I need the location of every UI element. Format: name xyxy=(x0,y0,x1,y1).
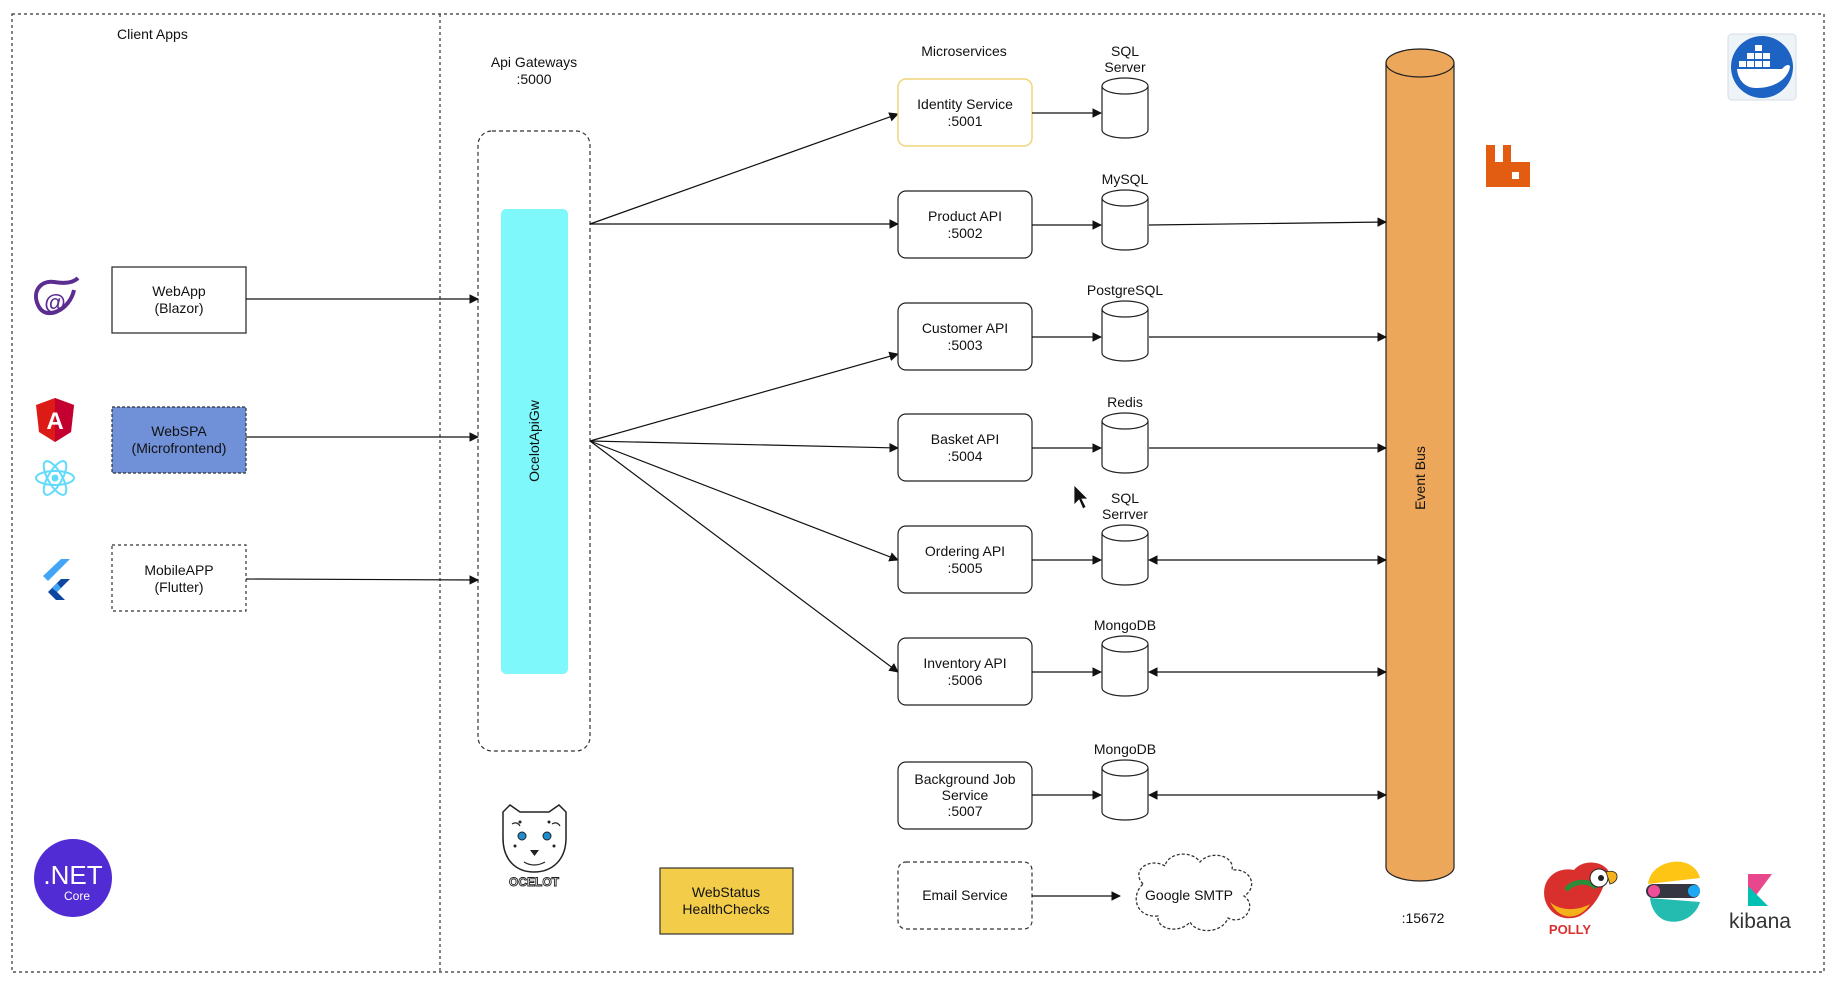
service-identity[interactable]: Identity Service :5001 xyxy=(897,78,1033,147)
svg-text::5007: :5007 xyxy=(947,803,982,819)
service-inventory[interactable]: Inventory API :5006 xyxy=(897,637,1033,706)
svg-text:WebApp: WebApp xyxy=(152,283,206,299)
database-label: MongoDB xyxy=(1094,617,1156,633)
database-customer[interactable]: PostgreSQL xyxy=(1087,282,1163,362)
dotnet-logo: .NET Core xyxy=(34,839,112,917)
ocelot-gateway-label: OcelotApiGw xyxy=(526,399,542,482)
svg-text:Event Bus: Event Bus xyxy=(1412,446,1428,510)
svg-text::5003: :5003 xyxy=(947,337,982,353)
client-webspa[interactable]: WebSPA (Microfrontend) xyxy=(111,406,247,474)
api-gateways-port: :5000 xyxy=(516,71,551,87)
database-product[interactable]: MySQL xyxy=(1101,171,1149,251)
mouse-cursor xyxy=(1073,484,1089,510)
ocelot-logo: OCELOT xyxy=(502,804,567,889)
database-label: SQL xyxy=(1111,490,1139,506)
svg-text:OCELOT: OCELOT xyxy=(509,875,560,889)
kibana-logo: kibana xyxy=(1729,874,1791,933)
svg-text:MobileAPP: MobileAPP xyxy=(144,562,213,578)
event-bus-port: :15672 xyxy=(1402,910,1445,926)
database-basket[interactable]: Redis xyxy=(1101,394,1149,474)
svg-text:Identity Service: Identity Service xyxy=(917,96,1013,112)
service-customer[interactable]: Customer API :5003 xyxy=(897,302,1033,371)
svg-text::5002: :5002 xyxy=(947,225,982,241)
databases: SQLServerMySQLPostgreSQLRedisSQLSerrverM… xyxy=(1087,43,1163,821)
svg-text:Customer API: Customer API xyxy=(922,320,1008,336)
svg-text::5001: :5001 xyxy=(947,113,982,129)
svg-text:WebStatus: WebStatus xyxy=(692,884,760,900)
api-gateways-title: Api Gateways xyxy=(491,54,577,70)
svg-text:Email Service: Email Service xyxy=(922,887,1008,903)
docker-logo xyxy=(1727,33,1797,101)
service-basket[interactable]: Basket API :5004 xyxy=(897,413,1033,482)
database-label: Serrver xyxy=(1102,506,1148,522)
svg-text:Background Job: Background Job xyxy=(914,771,1015,787)
database-background[interactable]: MongoDB xyxy=(1094,741,1156,821)
client-apps-title: Client Apps xyxy=(117,26,188,42)
flutter-icon xyxy=(43,559,70,600)
svg-text:HealthChecks: HealthChecks xyxy=(682,901,769,917)
elastic-logo xyxy=(1646,861,1700,922)
database-label: MongoDB xyxy=(1094,741,1156,757)
svg-text:WebSPA: WebSPA xyxy=(151,423,207,439)
diagram-frame xyxy=(11,13,1825,973)
google-smtp-cloud[interactable]: Google SMTP xyxy=(1135,853,1253,932)
svg-text::5004: :5004 xyxy=(947,448,982,464)
client-webapp[interactable]: WebApp (Blazor) xyxy=(111,266,247,334)
database-inventory[interactable]: MongoDB xyxy=(1094,617,1156,697)
svg-text:A: A xyxy=(46,408,63,435)
arrow-mobileapp-gateway xyxy=(245,575,479,585)
gateway-service-arrows xyxy=(589,112,899,673)
svg-text:(Blazor): (Blazor) xyxy=(154,300,203,316)
svg-text:Service: Service xyxy=(942,787,989,803)
svg-text:(Flutter): (Flutter) xyxy=(155,579,204,595)
database-label: Server xyxy=(1104,59,1146,75)
svg-text:Core: Core xyxy=(64,889,90,903)
blazor-icon: @ xyxy=(34,276,80,316)
webstatus-healthchecks[interactable]: WebStatus HealthChecks xyxy=(659,867,794,935)
svg-text::5006: :5006 xyxy=(947,672,982,688)
database-label: SQL xyxy=(1111,43,1139,59)
polly-logo: POLLY xyxy=(1544,862,1618,937)
svg-text:Google SMTP: Google SMTP xyxy=(1145,887,1233,903)
svg-text:Inventory API: Inventory API xyxy=(923,655,1006,671)
database-label: Redis xyxy=(1107,394,1143,410)
rabbitmq-logo xyxy=(1486,145,1530,187)
ocelot-gateway[interactable] xyxy=(501,209,568,674)
service-background-job[interactable]: Background Job Service :5007 xyxy=(897,761,1033,830)
svg-text:(Microfrontend): (Microfrontend) xyxy=(132,440,227,456)
database-label: MySQL xyxy=(1102,171,1149,187)
service-email[interactable]: Email Service xyxy=(897,861,1033,930)
svg-text:Product API: Product API xyxy=(928,208,1002,224)
db-eventbus-arrows xyxy=(1148,217,1387,800)
svg-text::5005: :5005 xyxy=(947,560,982,576)
react-icon xyxy=(35,460,75,496)
database-label: PostgreSQL xyxy=(1087,282,1163,298)
service-ordering[interactable]: Ordering API :5005 xyxy=(897,525,1033,594)
svg-text:Ordering API: Ordering API xyxy=(925,543,1005,559)
service-db-arrows xyxy=(1032,108,1121,901)
microservices-title: Microservices xyxy=(921,43,1007,59)
svg-text:.NET: .NET xyxy=(43,860,102,890)
svg-text:kibana: kibana xyxy=(1729,910,1791,933)
angular-icon: A xyxy=(36,398,74,442)
client-mobileapp[interactable]: MobileAPP (Flutter) xyxy=(111,544,247,612)
service-product[interactable]: Product API :5002 xyxy=(897,190,1033,259)
svg-text:POLLY: POLLY xyxy=(1549,922,1591,937)
svg-text:Basket API: Basket API xyxy=(931,431,999,447)
event-bus[interactable]: Event Bus xyxy=(1385,48,1455,882)
svg-text:@: @ xyxy=(44,290,65,315)
